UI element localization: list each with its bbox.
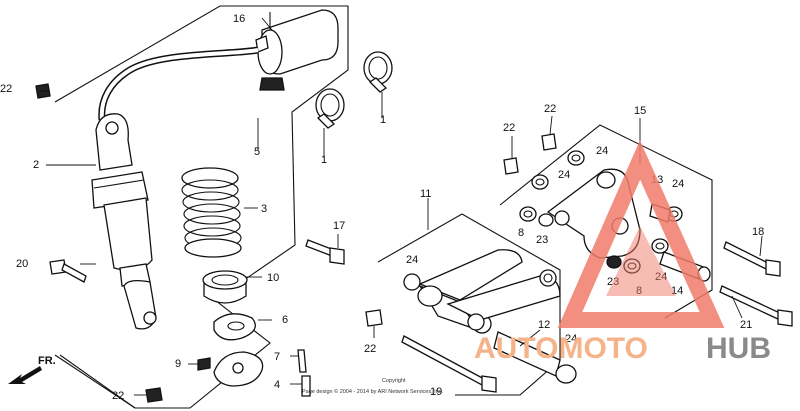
spring-seat <box>202 270 248 304</box>
callout-16[interactable]: 16 <box>233 13 245 25</box>
watermark-triangle-icon <box>557 140 725 328</box>
callout-11[interactable]: 11 <box>420 188 431 200</box>
cushion-arm <box>546 168 641 259</box>
seal-24-e <box>539 269 557 287</box>
nut-22-e <box>541 133 557 151</box>
copyright-block: Copyright Page design © 2004 - 2014 by A… <box>302 378 443 395</box>
callout-9[interactable]: 9 <box>175 358 181 370</box>
callout-24-a[interactable]: 24 <box>596 145 608 157</box>
shock-spring <box>181 167 242 258</box>
callout-22-e[interactable]: 22 <box>544 103 556 115</box>
callout-3[interactable]: 3 <box>261 203 267 215</box>
bolt-17 <box>305 239 345 265</box>
callout-10[interactable]: 10 <box>267 272 279 284</box>
copyright-heading: Copyright <box>382 378 406 384</box>
callout-22-b[interactable]: 22 <box>112 390 124 402</box>
watermark-brand-hub: HUB <box>706 332 771 365</box>
reservoir-hose <box>98 46 259 121</box>
bolt-20 <box>49 259 87 283</box>
callout-2[interactable]: 2 <box>33 159 39 171</box>
shock-absorber <box>91 113 157 330</box>
callout-23-a[interactable]: 23 <box>536 234 548 246</box>
seal-24-f <box>467 313 485 331</box>
seal-24-b <box>531 174 549 190</box>
callout-6[interactable]: 6 <box>282 314 288 326</box>
callout-4[interactable]: 4 <box>274 379 280 391</box>
watermark-brand-auto: AUTOMOTO <box>474 332 648 365</box>
leader-lines <box>40 17 763 396</box>
callout-24-b[interactable]: 24 <box>558 169 570 181</box>
callout-24-e[interactable]: 24 <box>406 254 418 266</box>
front-label: FR. <box>38 355 56 367</box>
nut-22-d <box>503 157 519 175</box>
copyright-text: Page design © 2004 - 2014 by ARI Network… <box>302 388 443 395</box>
adjuster-plate <box>197 351 264 387</box>
hose-clamp-a <box>315 88 345 129</box>
link-group-outline <box>377 213 561 396</box>
callout-24-f[interactable]: 24 <box>565 333 577 345</box>
callout-22-c[interactable]: 22 <box>364 343 376 355</box>
pin-and-collar <box>297 349 311 397</box>
reservoir-tank <box>255 9 339 91</box>
callout-15[interactable]: 15 <box>634 105 646 117</box>
nut-22-b <box>145 387 163 403</box>
bolt-18 <box>723 241 781 277</box>
callout-22-d[interactable]: 22 <box>503 122 515 134</box>
callout-8-a[interactable]: 8 <box>518 227 524 239</box>
callout-7[interactable]: 7 <box>274 351 280 363</box>
seal-24-a <box>567 150 585 166</box>
callout-19[interactable]: 19 <box>430 386 442 398</box>
seal-24-d <box>651 238 669 254</box>
callout-24-c[interactable]: 24 <box>672 178 684 190</box>
spacer-23-a <box>538 213 554 227</box>
hose-clamp-b <box>363 51 393 93</box>
callout-1-a[interactable]: 1 <box>321 154 327 166</box>
link-collar <box>403 273 577 384</box>
front-arrow-icon <box>8 366 42 384</box>
watermark-inner-triangle-icon <box>606 226 676 296</box>
callout-21[interactable]: 21 <box>740 319 752 331</box>
shock-group-outline <box>54 5 349 409</box>
spacer-23-b <box>606 255 622 269</box>
bolt-21 <box>719 285 793 327</box>
nut-22-c <box>365 309 383 327</box>
callout-18[interactable]: 18 <box>752 226 764 238</box>
callout-20[interactable]: 20 <box>16 258 28 270</box>
bolt-19 <box>401 335 497 393</box>
automotohub-watermark: AUTOMOTO HUB <box>474 140 771 365</box>
callout-5[interactable]: 5 <box>254 146 260 158</box>
callout-1-b[interactable]: 1 <box>380 114 386 126</box>
callout-12[interactable]: 12 <box>538 319 550 331</box>
front-direction-indicator: FR. <box>8 355 56 384</box>
spring-stopper <box>213 313 256 341</box>
callout-22-a[interactable]: 22 <box>0 83 12 95</box>
bearing-8-a <box>519 206 537 222</box>
callout-17[interactable]: 17 <box>333 220 345 232</box>
